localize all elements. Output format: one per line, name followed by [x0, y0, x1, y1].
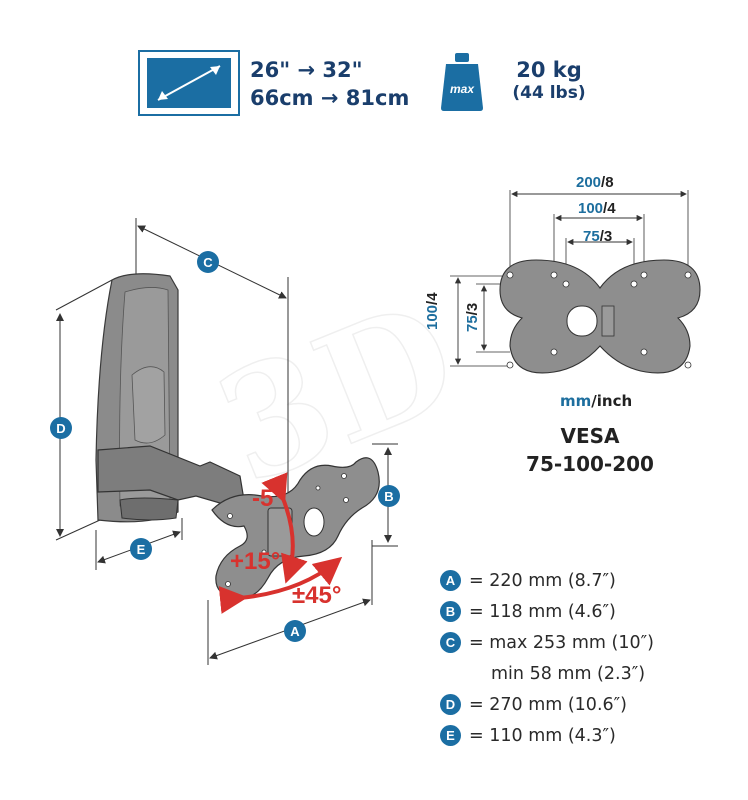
- vesa-v100-label: 100/4: [424, 292, 441, 330]
- spec-text-c: = max 253 mm (10″): [469, 632, 654, 653]
- vesa-100-label: 100/4: [578, 200, 616, 217]
- wall-mount-drawing: [55, 218, 398, 665]
- vesa-unit-label: mm/inch: [560, 392, 633, 410]
- weight-icon: [441, 53, 483, 111]
- max-weight: 20 kg (44 lbs): [506, 57, 592, 103]
- screen-size-cm: 66cm → 81cm: [250, 86, 410, 110]
- tilt-up-label: +15°: [230, 548, 281, 575]
- max-weight-lbs: (44 lbs): [512, 83, 586, 103]
- screen-size-icon: [138, 50, 240, 116]
- screen-size-inches: 26" → 32": [250, 58, 363, 82]
- swivel-label: ±45°: [292, 582, 342, 609]
- spec-row-c: C = max 253 mm (10″): [440, 627, 654, 658]
- spec-text-b: = 118 mm (4.6″): [469, 601, 616, 622]
- vesa-title-line1: VESA: [560, 424, 620, 448]
- spec-badge-a: A: [440, 570, 461, 591]
- max-weight-kg: 20 kg: [516, 58, 582, 82]
- screen-size-range: 26" → 32" 66cm → 81cm: [250, 56, 409, 112]
- spec-badge-e: E: [440, 725, 461, 746]
- spec-text-c-min: min 58 mm (2.3″): [491, 663, 646, 684]
- dimension-c-badge: C: [197, 251, 219, 273]
- spec-badge-b: B: [440, 601, 461, 622]
- dimension-d-badge: D: [50, 417, 72, 439]
- dimension-b-badge: B: [378, 485, 400, 507]
- spec-badge-d: D: [440, 694, 461, 715]
- spec-row-b: B = 118 mm (4.6″): [440, 596, 654, 627]
- spec-badge-c: C: [440, 632, 461, 653]
- vesa-title-line2: 75-100-200: [526, 452, 654, 476]
- vesa-v75-label: 75/3: [464, 302, 481, 332]
- spec-row-e: E = 110 mm (4.3″): [440, 720, 654, 751]
- weight-icon-label: max: [449, 82, 475, 96]
- dimension-spec-list: A = 220 mm (8.7″) B = 118 mm (4.6″) C = max…: [440, 565, 654, 751]
- spec-text-a: = 220 mm (8.7″): [469, 570, 616, 591]
- vesa-75-label: 75/3: [583, 228, 613, 245]
- spec-row-d: D = 270 mm (10.6″): [440, 689, 654, 720]
- vesa-title: VESA 75-100-200: [520, 422, 660, 478]
- spec-text-e: = 110 mm (4.3″): [469, 725, 616, 746]
- spec-text-d: = 270 mm (10.6″): [469, 694, 628, 715]
- dimension-e-badge: E: [130, 538, 152, 560]
- vesa-200-label: 200/8: [576, 174, 614, 191]
- tilt-down-label: -5°: [252, 485, 283, 512]
- spec-row-a: A = 220 mm (8.7″): [440, 565, 654, 596]
- spec-row-c-min: min 58 mm (2.3″): [440, 658, 654, 689]
- vesa-pattern-diagram: [450, 190, 701, 374]
- dimension-a-badge: A: [284, 620, 306, 642]
